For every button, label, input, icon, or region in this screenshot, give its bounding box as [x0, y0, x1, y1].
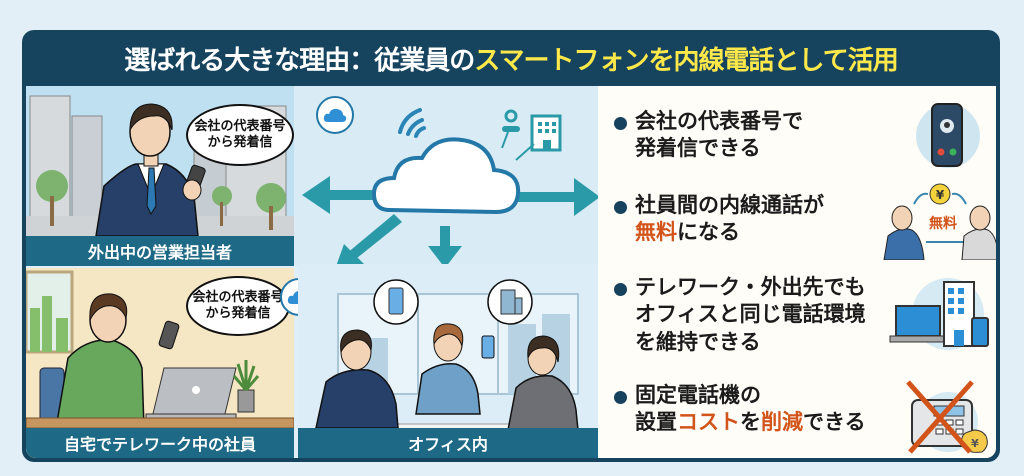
wifi-icon — [398, 108, 426, 138]
benefit-item: 会社の代表番号で発着信できる — [614, 108, 803, 163]
benefits-list: 会社の代表番号で発着信できる 社員間の内線通話が無料になる ¥ — [598, 86, 996, 458]
panel-sales-rep: 会社の代表番号から発着信 外出中の営業担当者 — [26, 86, 294, 266]
smartphone-bubble-icon — [373, 279, 419, 325]
arrow-down-left-icon — [334, 214, 402, 272]
infographic-frame: 選ばれる大きな理由：従業員のスマートフォンを内線電話として活用 — [22, 30, 1000, 462]
person-network-icon — [502, 109, 520, 132]
smartphone-call-icon — [910, 98, 984, 176]
benefit-text: テレワーク・外出先でも — [635, 275, 866, 299]
benefit-text: 社員間の内線通話が — [635, 193, 824, 217]
panel-caption: 自宅でテレワーク中の社員 — [26, 428, 294, 458]
content-area: 会社の代表番号から発着信 外出中の営業担当者 — [26, 86, 996, 458]
benefit-text: 会社の代表番号で — [635, 109, 803, 133]
bubble-text: から発着信 — [205, 306, 271, 321]
panel-caption: 外出中の営業担当者 — [26, 236, 294, 266]
benefit-text: オフィスと同じ電話環境 — [635, 302, 866, 327]
benefit-item: 固定電話機の設置コストを削減できる — [614, 382, 866, 437]
bullet-icon — [614, 117, 627, 130]
benefit-text: を維持できる — [635, 329, 761, 354]
arrow-down-icon — [428, 226, 462, 268]
title-prefix: 選ばれる大きな理由：従業員の — [124, 45, 475, 76]
benefit-text: になる — [677, 220, 740, 245]
title-highlight: スマートフォンを内線電話として活用 — [474, 45, 898, 76]
benefit-accent-text: 削減 — [761, 410, 803, 435]
panel-caption: オフィス内 — [298, 428, 598, 458]
yen-icon: ¥ — [971, 437, 979, 450]
free-label: 無料 — [929, 215, 957, 232]
bubble-text: 会社の代表番号 — [194, 118, 286, 134]
benefit-text: を — [740, 410, 761, 435]
bullet-icon — [614, 283, 627, 296]
benefit-text: 固定電話機の — [635, 383, 761, 407]
yen-icon: ¥ — [936, 188, 945, 202]
benefit-accent-text: コスト — [677, 410, 740, 435]
bullet-icon — [614, 391, 627, 404]
benefit-item: 社員間の内線通話が無料になる — [614, 192, 824, 247]
benefit-text: できる — [803, 410, 866, 435]
panel-office: オフィス内 — [298, 264, 598, 458]
cloud-badge-icon — [316, 96, 354, 134]
speech-bubble: 会社の代表番号から発着信 — [186, 276, 290, 336]
laptop-building-icon — [888, 274, 996, 358]
benefit-text: 設置 — [635, 410, 677, 435]
bubble-text: から発着信 — [207, 135, 273, 150]
benefit-accent-text: 無料 — [635, 220, 677, 245]
cloud-icon — [371, 137, 521, 215]
no-landline-icon: ¥ — [898, 376, 996, 458]
benefit-text: 発着信できる — [635, 136, 761, 161]
cloud-network-diagram — [302, 108, 600, 272]
arrow-left-icon — [302, 176, 396, 214]
arrow-right-icon — [514, 178, 600, 216]
page-title: 選ばれる大きな理由：従業員のスマートフォンを内線電話として活用 — [22, 30, 1000, 86]
bubble-text: 会社の代表番号 — [192, 289, 284, 305]
building-icon — [530, 114, 562, 152]
bullet-icon — [614, 201, 627, 214]
speech-bubble: 会社の代表番号から発着信 — [186, 104, 294, 166]
panel-telework: 会社の代表番号から発着信 自宅でテレワーク中の社員 — [26, 268, 294, 458]
building-bubble-icon — [487, 279, 533, 325]
benefit-item: テレワーク・外出先でもオフィスと同じ電話環境を維持できる — [614, 274, 866, 356]
free-call-icon: ¥ 無料 — [880, 180, 996, 264]
